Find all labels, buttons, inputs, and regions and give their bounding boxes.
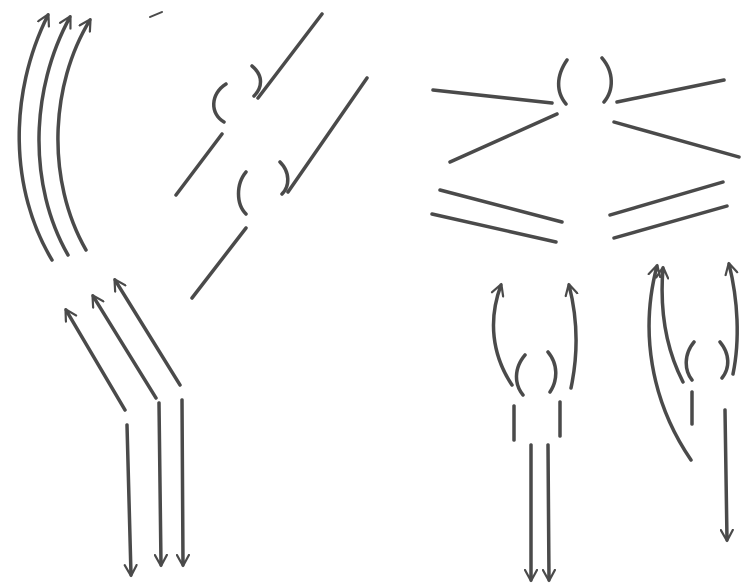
bracket-left-1 bbox=[214, 84, 226, 122]
stray-tick-mark bbox=[150, 12, 162, 17]
parallel-right-top bbox=[610, 182, 723, 215]
bracket-right-mid bbox=[548, 352, 556, 392]
down-arrow-3 bbox=[182, 400, 183, 565]
line-lower-left bbox=[450, 114, 557, 162]
diagonal-line-lower-b bbox=[192, 228, 246, 298]
parallel-left-top bbox=[440, 190, 562, 222]
parallel-right-bottom bbox=[614, 206, 727, 238]
right-curved-arrow bbox=[729, 264, 737, 374]
curved-arrows-figure bbox=[19, 12, 162, 260]
diagonal-line-upper-b bbox=[176, 134, 222, 195]
short-curved-arrow bbox=[662, 268, 683, 382]
down-arrow-1 bbox=[127, 425, 131, 575]
diagonal-arrow-2 bbox=[93, 296, 156, 398]
line-lower-right bbox=[614, 122, 739, 157]
curved-arrow-2 bbox=[39, 17, 70, 255]
bracket-right-1 bbox=[252, 66, 261, 96]
curved-arrow-1 bbox=[19, 15, 52, 260]
down-arrow-pair-2 bbox=[548, 445, 549, 580]
bracket-right-right-figure bbox=[720, 342, 728, 378]
arch-arrows-left-figure bbox=[493, 285, 576, 440]
bracket-left-mid bbox=[516, 355, 525, 395]
bracket-left-right-figure bbox=[686, 342, 694, 380]
arch-arrow-left bbox=[493, 285, 512, 385]
curved-arrow-3 bbox=[58, 20, 90, 250]
diagonal-line-upper-a bbox=[258, 14, 322, 98]
bracket-right-2 bbox=[280, 162, 288, 194]
diagonal-arrow-3 bbox=[115, 280, 180, 385]
diagonal-breaks-figure bbox=[176, 14, 367, 298]
down-arrows-pair-figure bbox=[531, 445, 549, 580]
down-arrows-figure bbox=[127, 400, 183, 575]
diagonal-line-lower-a bbox=[288, 78, 367, 192]
bracket-right-top bbox=[602, 58, 611, 102]
down-arrow-2 bbox=[159, 403, 161, 565]
diagonal-arrows-figure bbox=[66, 280, 180, 410]
x-lines-figure bbox=[433, 58, 739, 162]
arch-arrow-right bbox=[569, 285, 576, 388]
diagonal-arrow-1 bbox=[66, 310, 125, 410]
parallel-pairs-figure bbox=[432, 182, 727, 242]
bracket-left-top bbox=[559, 60, 567, 104]
arch-arrows-right-figure bbox=[649, 264, 737, 540]
bracket-left-2 bbox=[239, 172, 247, 214]
parallel-left-bottom bbox=[432, 214, 556, 242]
line-upper-right bbox=[617, 80, 724, 102]
down-arrow-right-figure bbox=[725, 410, 727, 540]
line-upper-left bbox=[433, 90, 552, 103]
